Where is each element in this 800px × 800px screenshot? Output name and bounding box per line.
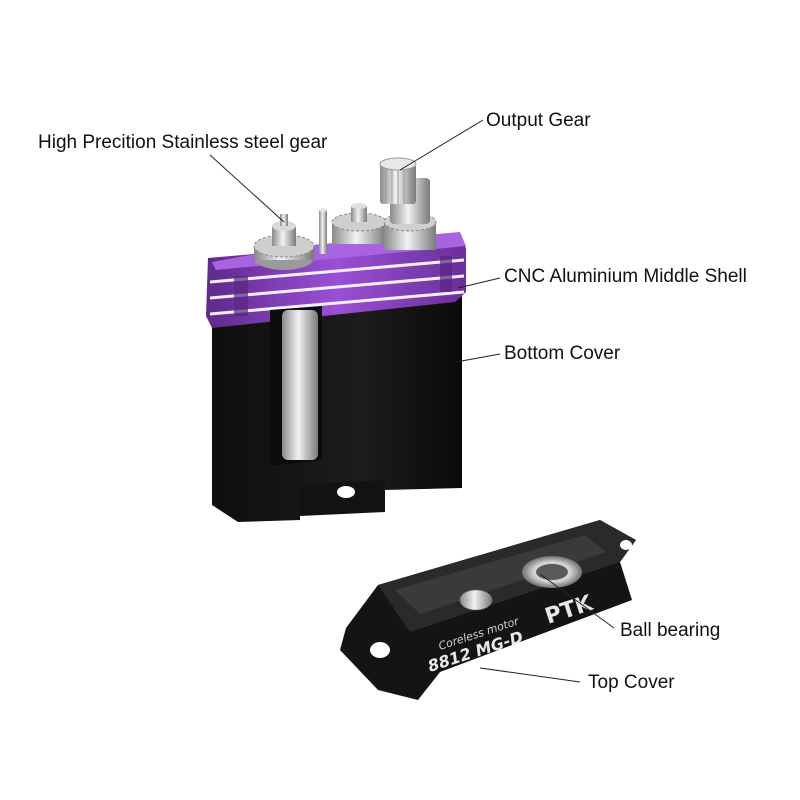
leader-top xyxy=(479,667,581,683)
shell-groove-2 xyxy=(209,274,465,300)
bottom-mount-tab xyxy=(300,480,385,516)
callout-middle-shell: CNC Aluminium Middle Shell xyxy=(504,266,747,287)
mount-hole xyxy=(337,486,355,498)
leader-shell xyxy=(457,277,501,289)
cover-hole-right xyxy=(620,540,632,550)
middle-gear-pinion-top xyxy=(351,203,367,209)
left-gear-pin xyxy=(280,214,288,226)
left-gear-upper xyxy=(272,226,296,246)
motor-cylinder-steel xyxy=(282,310,318,460)
leader-bottom xyxy=(455,353,501,363)
leader-gear xyxy=(209,154,285,223)
leader-lines xyxy=(209,119,615,683)
leader-bearing xyxy=(539,573,615,629)
shaft-pin-top xyxy=(319,208,327,212)
middle-gear-pinion xyxy=(351,206,367,222)
top-cover-cavity xyxy=(395,535,606,614)
callout-output-gear: Output Gear xyxy=(486,110,591,131)
leader-output xyxy=(399,119,484,171)
servo-body xyxy=(206,157,466,522)
shaft-pin xyxy=(319,210,327,254)
shell-pocket-right xyxy=(440,256,452,292)
callout-gear: High Precition Stainless steel gear xyxy=(38,132,328,153)
gear-train xyxy=(253,157,437,270)
cover-hole-left xyxy=(370,642,390,658)
small-gear xyxy=(459,589,493,611)
callout-top-cover: Top Cover xyxy=(588,672,675,693)
callout-ball-bearing: Ball bearing xyxy=(620,620,721,641)
shell-groove-1 xyxy=(209,258,465,284)
shell-groove-3 xyxy=(209,290,465,316)
ball-bearing-inner xyxy=(536,564,568,580)
callout-bottom-cover: Bottom Cover xyxy=(504,343,621,364)
shell-pocket-left xyxy=(234,276,248,316)
